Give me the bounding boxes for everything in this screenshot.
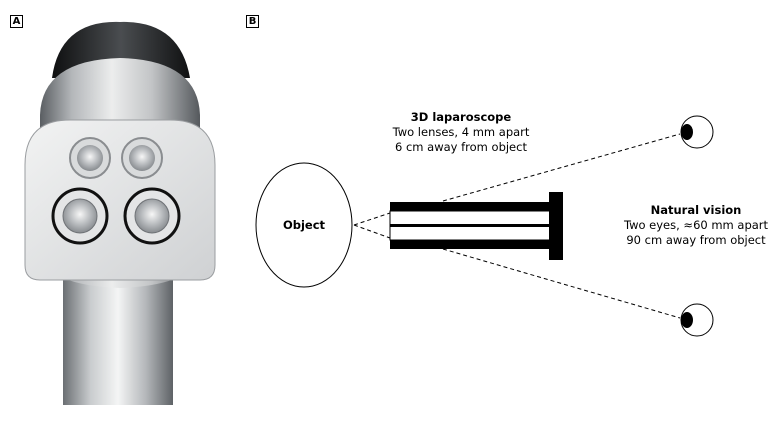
laparoscope-sight-line-bottom <box>353 224 391 239</box>
eye-sight-line-bottom <box>442 248 681 319</box>
eye-bottom <box>680 303 714 337</box>
object-ellipse <box>255 162 353 288</box>
eye-top <box>680 115 714 149</box>
laparoscope-schematic <box>389 192 563 260</box>
natural-vision-distance: 90 cm away from object <box>626 233 766 247</box>
laparoscope-lens-spacing: Two lenses, 4 mm apart <box>392 125 530 139</box>
laparoscope-tip-photo <box>24 21 216 405</box>
panel-label-b: B <box>246 15 259 28</box>
laparoscope-distance: 6 cm away from object <box>395 140 527 154</box>
natural-vision-eye-spacing: Two eyes, ≈60 mm apart <box>623 218 769 232</box>
natural-vision-title: Natural vision <box>650 203 742 217</box>
laparoscope-title: 3D laparoscope <box>410 110 512 124</box>
object-label: Object <box>282 218 326 232</box>
panel-label-a: A <box>10 15 23 28</box>
laparoscope-sight-line-top <box>353 212 391 226</box>
eye-sight-line-top <box>442 133 681 202</box>
